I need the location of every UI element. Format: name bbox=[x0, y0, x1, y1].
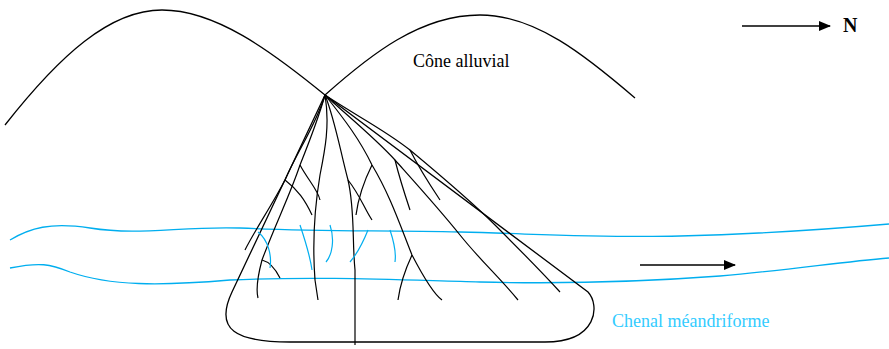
north-arrow bbox=[742, 25, 830, 26]
flow-arrow bbox=[640, 264, 735, 265]
channel-bank bbox=[10, 224, 889, 240]
fan-outline bbox=[226, 95, 594, 342]
channel-bank bbox=[10, 258, 889, 284]
channel-label: Chenal méandriforme bbox=[612, 312, 769, 330]
fan-label: Cône alluvial bbox=[413, 52, 509, 70]
distributary-channels bbox=[245, 95, 560, 345]
north-label: N bbox=[843, 15, 857, 35]
channel-tributaries bbox=[258, 225, 395, 270]
